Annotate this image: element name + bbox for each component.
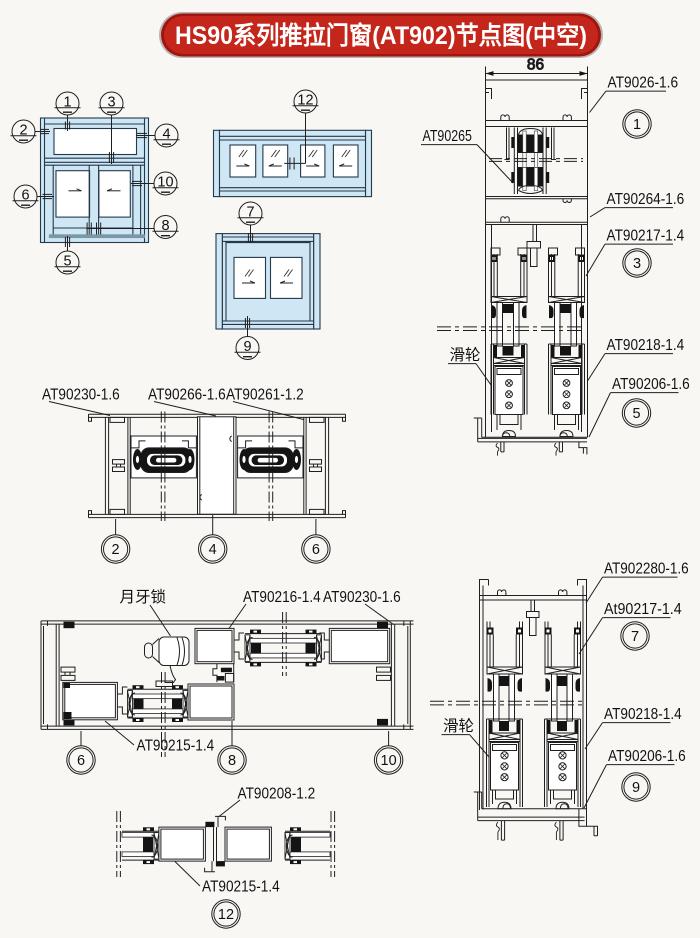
svg-text:12: 12 (218, 907, 234, 923)
svg-text:1: 1 (633, 117, 641, 133)
svg-text:8: 8 (161, 218, 169, 234)
svg-text:AT90230-1.6: AT90230-1.6 (323, 589, 401, 606)
svg-text:AT90215-1.4: AT90215-1.4 (137, 738, 215, 755)
svg-text:9: 9 (632, 780, 640, 796)
svg-text:月牙锁: 月牙锁 (120, 588, 167, 606)
svg-text:8: 8 (228, 753, 236, 769)
svg-text:AT90216-1.4: AT90216-1.4 (243, 589, 321, 606)
svg-text:AT90264-1.6: AT90264-1.6 (607, 191, 685, 208)
svg-text:4: 4 (162, 127, 170, 143)
svg-text:AT90218-1.4: AT90218-1.4 (607, 337, 685, 354)
svg-text:AT90217-1.4: AT90217-1.4 (607, 228, 685, 245)
svg-text:2: 2 (19, 123, 27, 139)
svg-text:5: 5 (632, 406, 640, 422)
svg-text:86: 86 (527, 57, 544, 74)
svg-text:AT90230-1.6: AT90230-1.6 (42, 387, 120, 404)
svg-text:6: 6 (312, 542, 320, 558)
svg-text:10: 10 (381, 753, 397, 769)
svg-text:At90217-1.4: At90217-1.4 (604, 601, 682, 618)
svg-text:6: 6 (21, 188, 29, 204)
svg-text:5: 5 (63, 254, 71, 270)
svg-text:AT90265: AT90265 (423, 128, 472, 145)
svg-text:9: 9 (243, 339, 251, 355)
svg-text:AT902280-1.6: AT902280-1.6 (604, 561, 689, 578)
svg-text:2: 2 (112, 542, 120, 558)
svg-text:7: 7 (631, 629, 639, 645)
svg-text:3: 3 (633, 256, 641, 272)
svg-text:1: 1 (63, 95, 71, 111)
svg-text:AT90215-1.4: AT90215-1.4 (202, 879, 280, 896)
svg-text:4: 4 (209, 542, 217, 558)
svg-text:AT9026-1.6: AT9026-1.6 (608, 75, 679, 92)
svg-text:AT90208-1.2: AT90208-1.2 (238, 786, 316, 803)
svg-text:12: 12 (297, 93, 313, 109)
svg-text:10: 10 (157, 175, 173, 191)
svg-text:7: 7 (246, 205, 254, 221)
svg-text:AT90266-1.6: AT90266-1.6 (148, 387, 226, 404)
svg-text:AT90206-1.6: AT90206-1.6 (608, 748, 686, 765)
svg-text:HS90系列推拉门窗(AT902)节点图(中空): HS90系列推拉门窗(AT902)节点图(中空) (175, 21, 587, 50)
svg-text:滑轮: 滑轮 (450, 346, 481, 364)
svg-text:AT90218-1.4: AT90218-1.4 (604, 706, 682, 723)
svg-text:滑轮: 滑轮 (443, 717, 474, 735)
svg-text:3: 3 (107, 95, 115, 111)
svg-text:AT90261-1.2: AT90261-1.2 (226, 387, 304, 404)
svg-text:6: 6 (77, 753, 85, 769)
svg-text:AT90206-1.6: AT90206-1.6 (612, 376, 690, 393)
